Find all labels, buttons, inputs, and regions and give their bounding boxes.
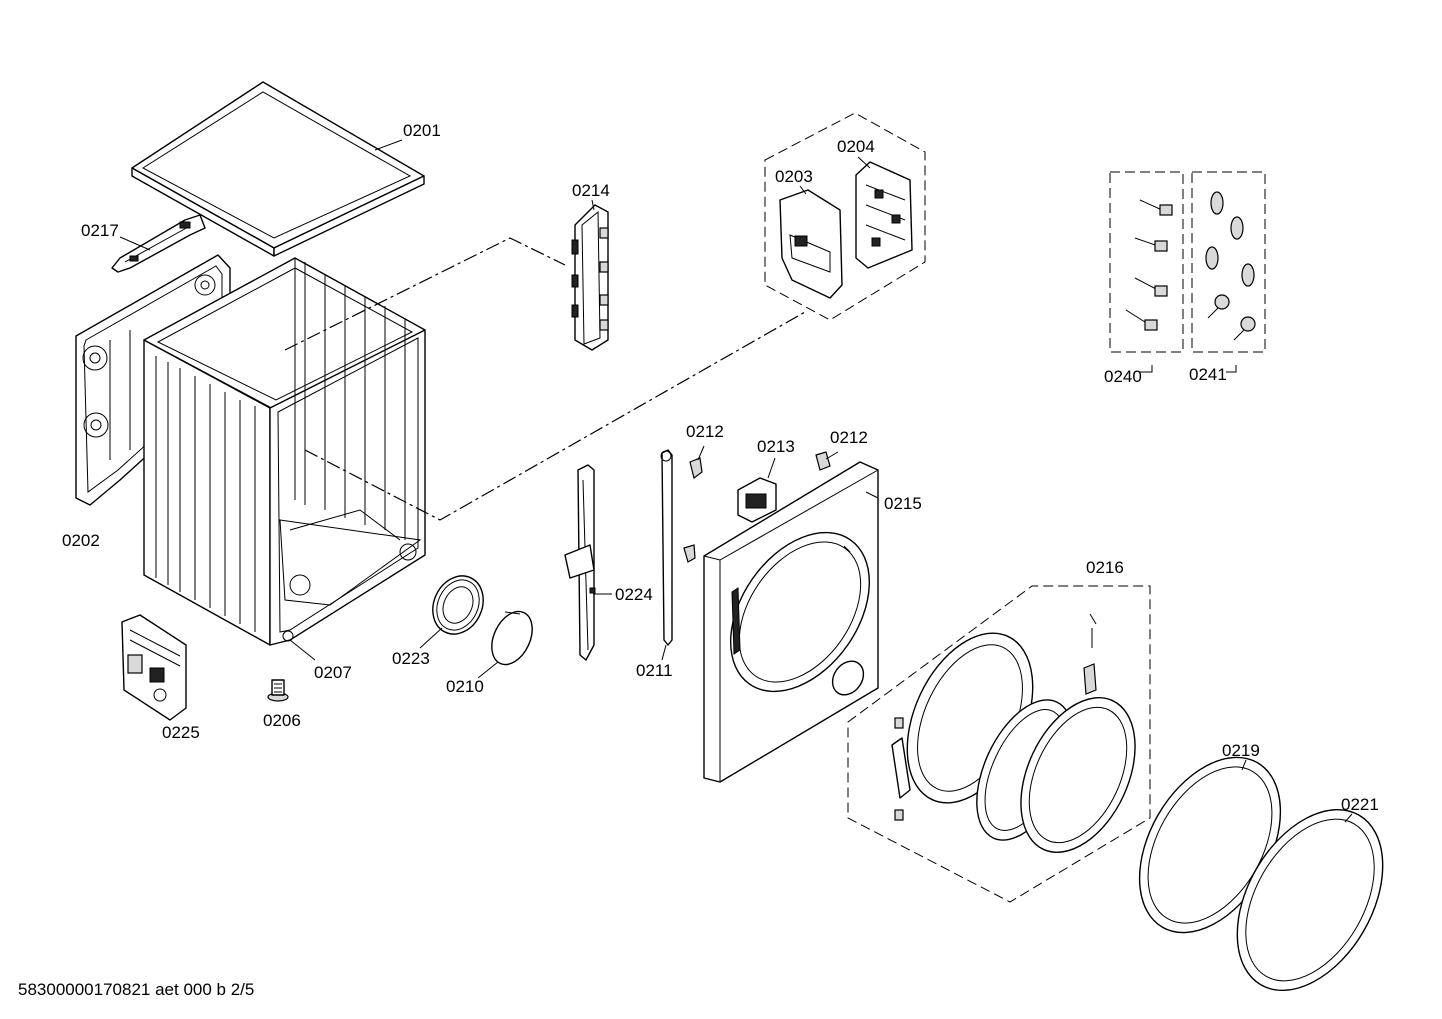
label-0203: 0203 — [775, 167, 813, 186]
part-0204-control-module — [855, 161, 913, 269]
label-0211: 0211 — [636, 661, 673, 680]
label-0212-left: 0212 — [686, 422, 724, 441]
part-0241-clips — [1191, 171, 1266, 373]
label-0241: 0241 — [1189, 365, 1227, 384]
part-0215-front-panel — [703, 461, 879, 783]
assembly-lines — [284, 237, 806, 521]
label-0216: 0216 — [1086, 558, 1124, 577]
document-id-footer: 58300000170821 aet 000 b 2/5 — [18, 980, 255, 999]
label-0201: 0201 — [403, 121, 441, 140]
part-0223-pump-flange — [432, 575, 484, 635]
label-0217: 0217 — [81, 221, 119, 240]
label-0210: 0210 — [446, 677, 484, 696]
label-0204: 0204 — [837, 137, 875, 156]
label-0212-right: 0212 — [830, 428, 868, 447]
label-0223: 0223 — [392, 649, 430, 668]
part-0211-rod — [660, 449, 673, 646]
label-0219: 0219 — [1222, 741, 1260, 760]
part-0225-electronic-module — [121, 614, 187, 721]
label-0225: 0225 — [162, 723, 200, 742]
part-0207-cabinet — [143, 257, 426, 646]
label-0207: 0207 — [314, 663, 352, 682]
part-0240-screws — [1109, 171, 1184, 373]
part-0217-bracket — [111, 214, 206, 273]
part-0221-door-ring-outer — [1236, 808, 1384, 992]
label-0202: 0202 — [62, 531, 100, 550]
part-0216-door-frame — [891, 613, 1136, 853]
callout-labels: 0201 0202 0203 0204 0206 0207 0210 0211 … — [62, 121, 1379, 814]
part-0210-service-flap — [491, 610, 533, 666]
part-0212-clip-left — [683, 457, 703, 563]
group-box-0216 — [847, 585, 1151, 903]
group-box-0203-0204 — [764, 112, 926, 321]
part-0201-top-cover — [131, 81, 425, 257]
part-0213-door-lock — [737, 477, 777, 523]
label-0206: 0206 — [263, 711, 301, 730]
part-0214-vertical-bracket — [571, 204, 609, 351]
part-0203-detergent-housing — [779, 189, 843, 299]
label-0224: 0224 — [615, 585, 653, 604]
label-0240: 0240 — [1104, 367, 1142, 386]
part-0212-clip-right — [815, 451, 831, 471]
label-0221: 0221 — [1341, 795, 1379, 814]
label-0213: 0213 — [757, 437, 795, 456]
label-0215: 0215 — [884, 494, 922, 513]
label-0214: 0214 — [572, 181, 610, 200]
part-0224-side-rail — [564, 464, 596, 661]
part-0206-foot — [267, 679, 289, 702]
